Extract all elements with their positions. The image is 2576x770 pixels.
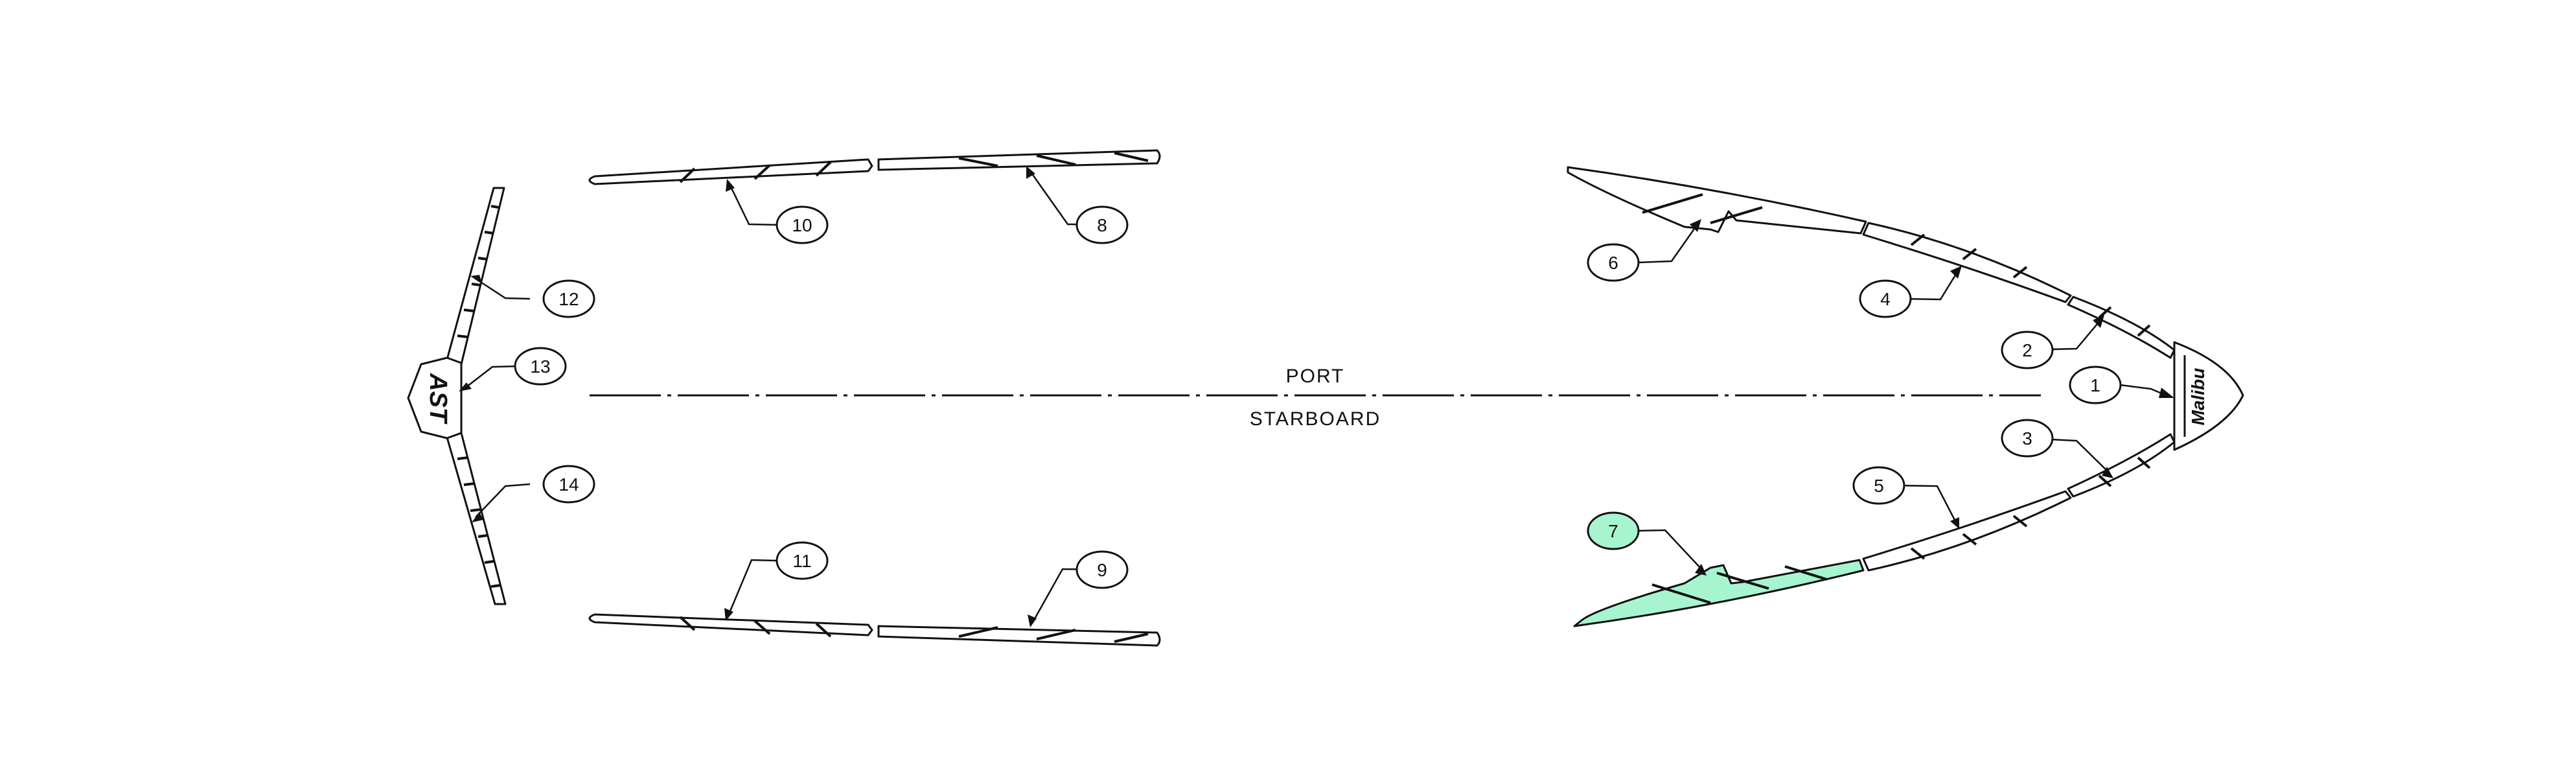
callout-4[interactable]: 4 [1859, 279, 1912, 318]
callout-9[interactable]: 9 [1075, 550, 1129, 589]
part-6[interactable] [1567, 166, 1867, 235]
part-13[interactable]: AST [407, 356, 463, 439]
svg-text:14: 14 [558, 474, 579, 495]
callout-10[interactable]: 10 [776, 205, 829, 244]
callout-3[interactable]: 3 [2001, 419, 2054, 458]
svg-text:8: 8 [1097, 215, 1107, 235]
part-3[interactable] [2067, 433, 2176, 498]
callout-14[interactable]: 14 [542, 465, 595, 504]
part-8[interactable] [877, 149, 1161, 171]
callout-2[interactable]: 2 [2001, 331, 2054, 369]
callout-13[interactable]: 13 [514, 347, 567, 386]
part-5[interactable] [1862, 490, 2072, 572]
part-2[interactable] [2067, 296, 2176, 359]
ast-logo: AST [424, 373, 452, 425]
svg-text:9: 9 [1097, 560, 1107, 580]
svg-text:7: 7 [1608, 521, 1618, 541]
leader-lines [459, 166, 2174, 627]
part-7[interactable] [1573, 559, 1865, 627]
port-label: PORT [1286, 366, 1345, 387]
svg-text:6: 6 [1608, 253, 1618, 273]
svg-text:10: 10 [792, 215, 812, 235]
svg-text:3: 3 [2022, 428, 2032, 449]
svg-text:11: 11 [792, 551, 811, 571]
callout-11[interactable]: 11 [776, 541, 829, 580]
svg-text:5: 5 [1874, 476, 1884, 496]
bow-logo: Malibu [2188, 368, 2208, 426]
starboard-label: STARBOARD [1250, 408, 1381, 430]
part-11[interactable] [588, 613, 873, 638]
callout-6[interactable]: 6 [1587, 243, 1640, 282]
part-10[interactable] [588, 158, 873, 185]
part-9[interactable] [877, 625, 1161, 647]
svg-text:1: 1 [2090, 375, 2100, 395]
callout-12[interactable]: 12 [542, 279, 595, 318]
part-1[interactable]: Malibu [2173, 341, 2244, 451]
callout-7[interactable]: 7 [1587, 511, 1640, 550]
callout-8[interactable]: 8 [1075, 205, 1129, 244]
callout-1[interactable]: 1 [2069, 366, 2122, 404]
svg-text:13: 13 [530, 356, 550, 377]
svg-text:12: 12 [558, 289, 579, 309]
callout-5[interactable]: 5 [1852, 466, 1905, 505]
svg-text:2: 2 [2022, 340, 2032, 360]
svg-text:4: 4 [1880, 289, 1891, 309]
part-4[interactable] [1862, 222, 2072, 303]
